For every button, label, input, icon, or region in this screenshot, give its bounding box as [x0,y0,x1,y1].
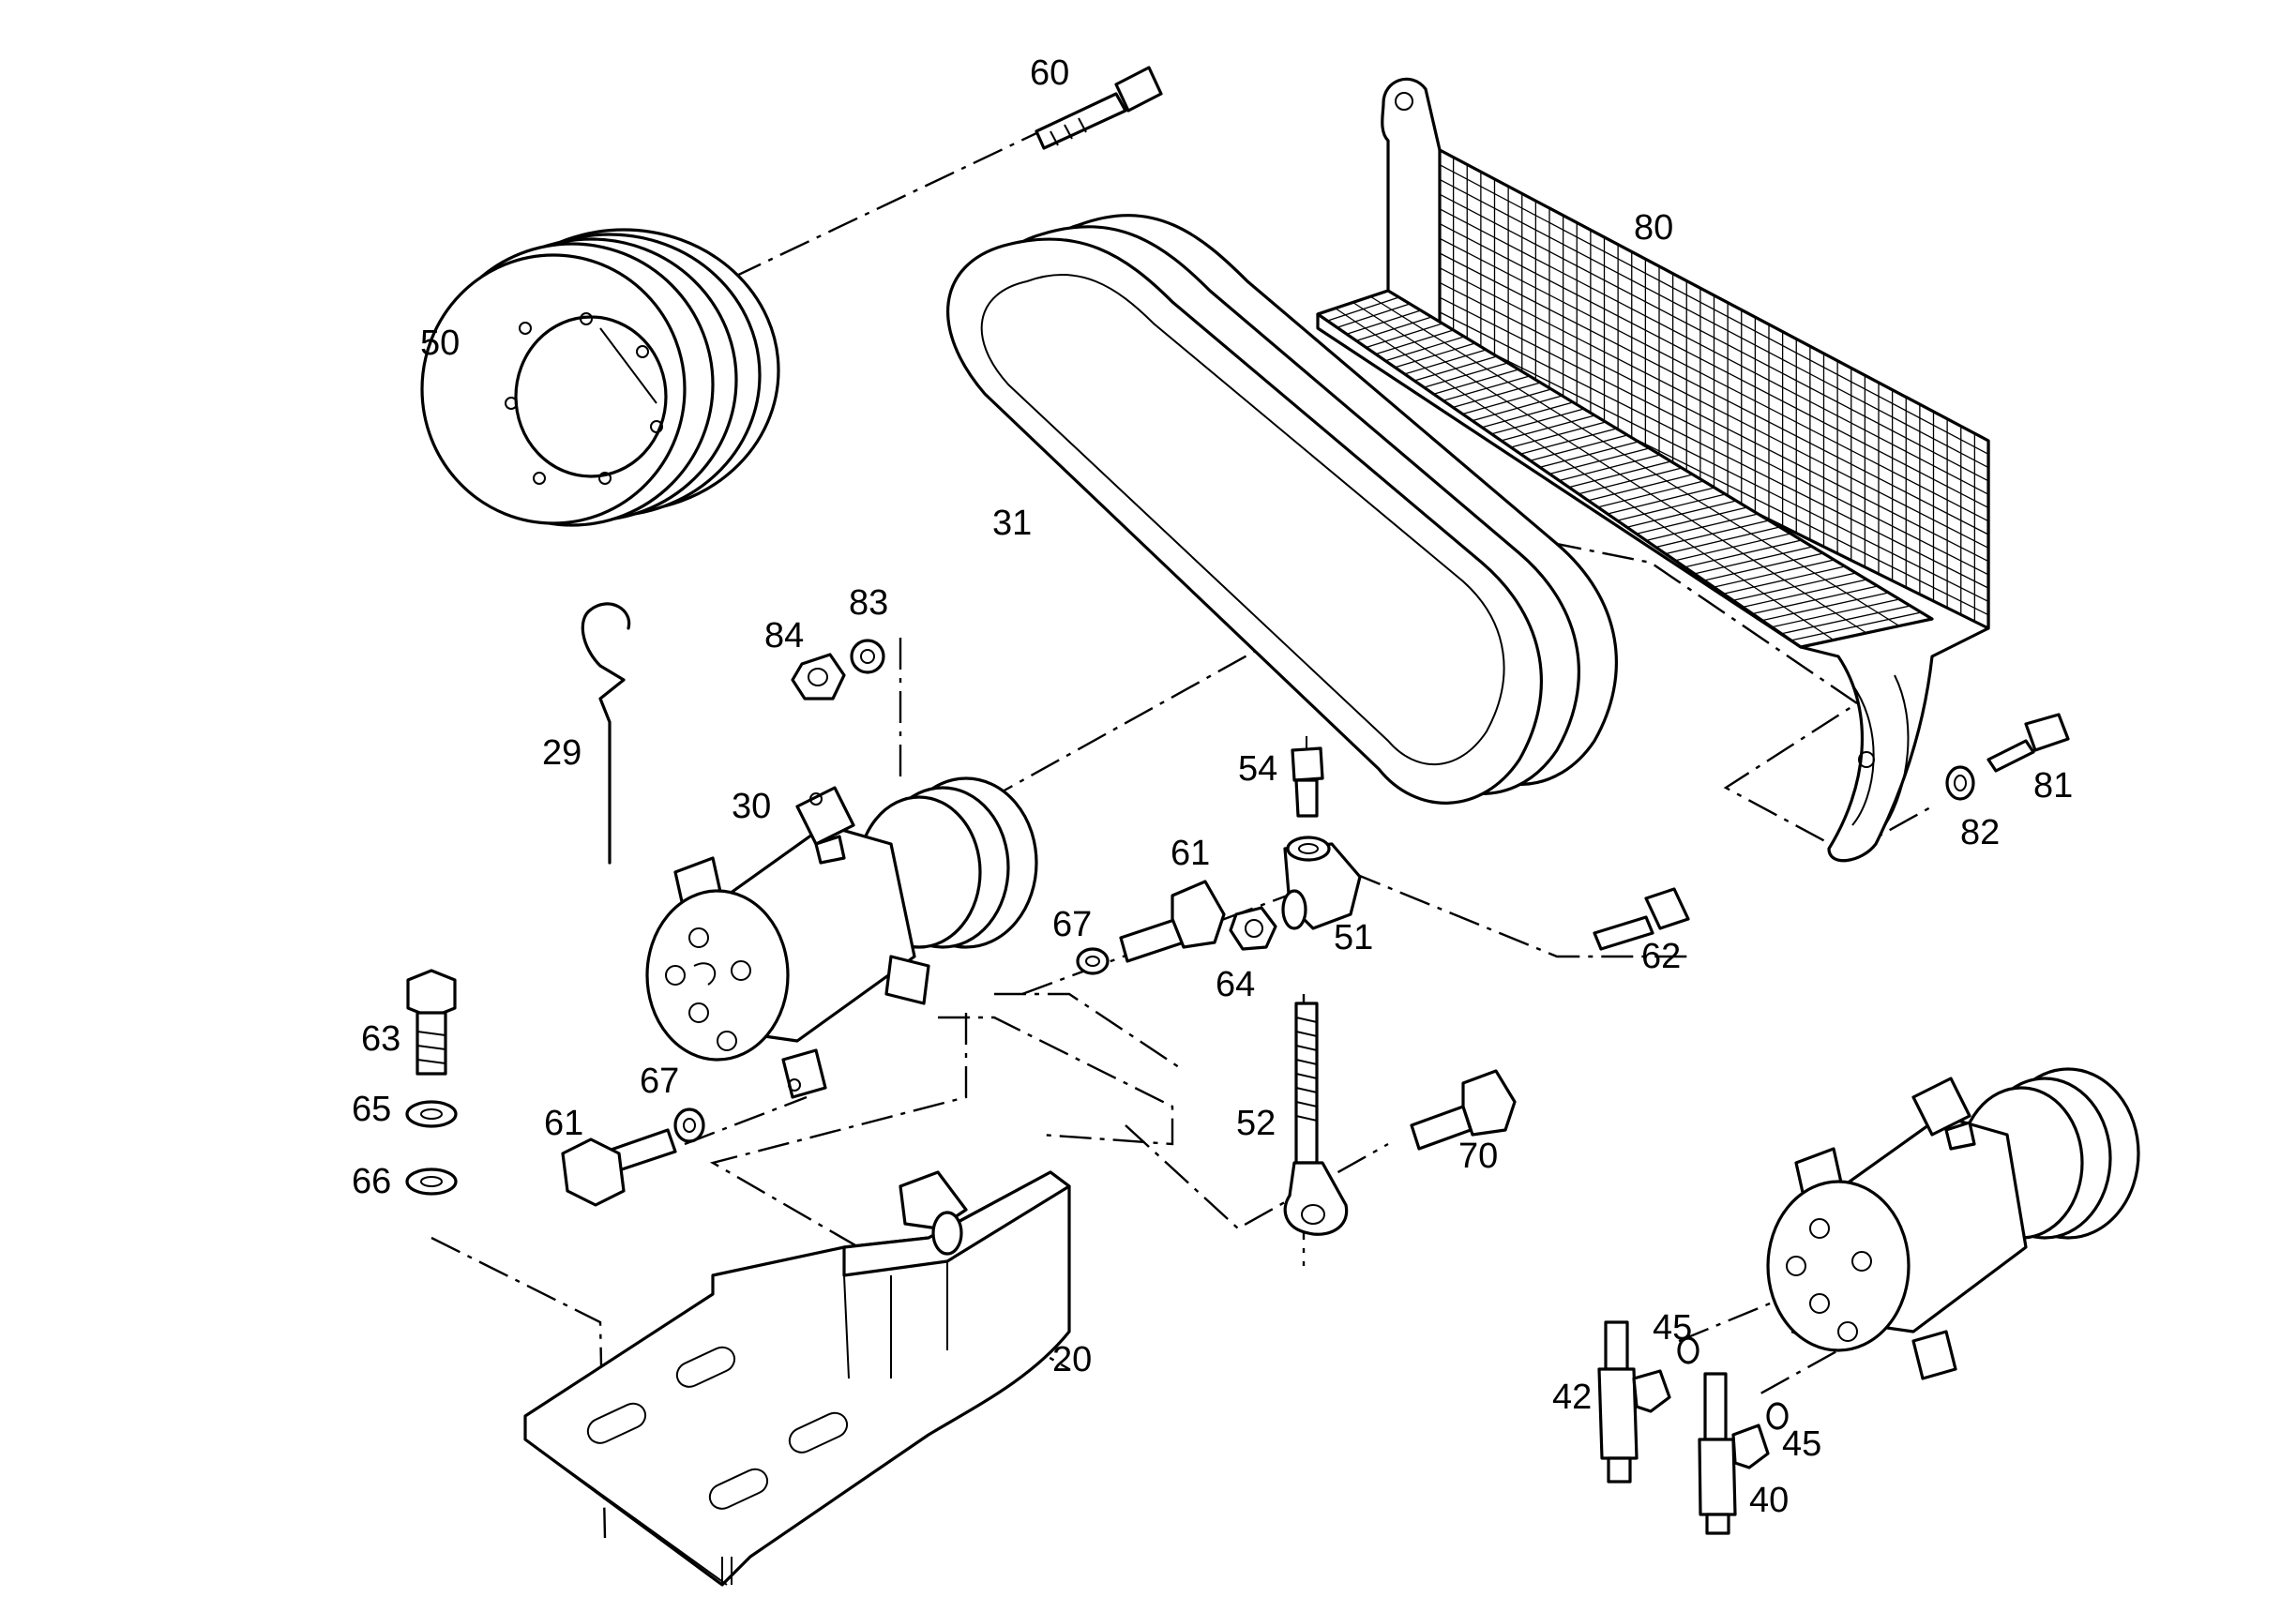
fitting-54 [1291,736,1324,818]
mesh-grid [1439,157,1989,622]
part-label-29: 29 [542,733,582,773]
bolt-81 [1986,713,2070,773]
clip-29 [581,602,631,865]
mesh-line [1439,178,1989,469]
mesh-line [1439,252,1989,535]
mesh-line [1439,222,1989,509]
bolt-63 [406,969,457,1076]
rod-52 [1283,1002,1349,1236]
part-label-31: 31 [992,504,1032,543]
part-label-70: 70 [1458,1137,1498,1176]
bolt-70 [1410,1069,1517,1151]
washer-65 [405,1100,458,1128]
mesh-line [1439,325,1989,603]
part-label-61-lower: 61 [544,1104,583,1143]
washer-67-lower [673,1107,705,1143]
part-label-45-lower: 45 [1782,1424,1821,1464]
mesh-line [1439,193,1989,482]
bolt-60 [1035,66,1163,150]
bolt-61-lower [561,1128,677,1207]
fitting-40 [1698,1372,1770,1535]
part-label-80: 80 [1634,208,1673,248]
part-label-51: 51 [1334,918,1373,957]
part-label-67-lower: 67 [640,1062,679,1101]
part-label-81: 81 [2033,766,2073,806]
mesh-floor [1327,295,1922,641]
part-labels: 60 80 50 31 29 84 83 30 54 61 81 82 67 6… [352,53,2073,1520]
part-label-82: 82 [1960,813,2000,852]
part-label-52: 52 [1236,1104,1276,1143]
part-label-66: 66 [352,1162,391,1201]
washer-66 [405,1168,458,1196]
o-ring-45-upper [1677,1336,1699,1364]
compressor-30 [645,776,1038,1099]
mesh-line [1439,311,1989,589]
bolt-61-upper [1119,880,1226,963]
washer-82 [1945,765,1975,801]
fitting-42 [1597,1320,1671,1484]
part-label-30: 30 [732,787,771,826]
belt-guard-80 [1316,77,1990,863]
mesh-line [1439,281,1989,563]
mesh-line [1352,301,1867,634]
nut-64 [1229,906,1277,951]
mesh-line [1439,296,1989,576]
tee-fitting-51 [1281,836,1362,930]
part-label-83: 83 [849,583,888,623]
pulley-50 [420,228,780,527]
washer-83 [850,639,885,674]
compressor-secondary [1766,1067,2140,1380]
mesh-line [1439,237,1989,522]
part-label-40: 40 [1749,1481,1789,1520]
part-label-61-upper: 61 [1171,834,1210,873]
mesh-line [1439,208,1989,495]
part-label-65: 65 [352,1090,391,1129]
nut-84 [791,653,846,701]
part-label-84: 84 [764,616,804,655]
bolt-62 [1593,887,1690,951]
part-label-54: 54 [1238,749,1277,789]
part-label-50: 50 [420,324,460,363]
part-label-60: 60 [1030,53,1069,93]
bracket-20 [523,1170,1071,1587]
part-label-20: 20 [1052,1340,1092,1379]
mesh-line [1439,164,1989,455]
belt-31 [946,214,1618,805]
o-ring-45-lower [1766,1402,1789,1430]
part-label-45-upper: 45 [1653,1308,1692,1348]
mesh-line [1335,308,1835,641]
part-label-67-upper: 67 [1052,905,1092,944]
part-label-62: 62 [1641,937,1681,976]
part-label-64: 64 [1216,965,1255,1004]
mesh-line [1439,267,1989,549]
part-label-42: 42 [1552,1378,1592,1417]
part-label-63: 63 [361,1019,400,1059]
washer-67-upper [1076,947,1110,975]
mesh-line [1369,295,1900,627]
